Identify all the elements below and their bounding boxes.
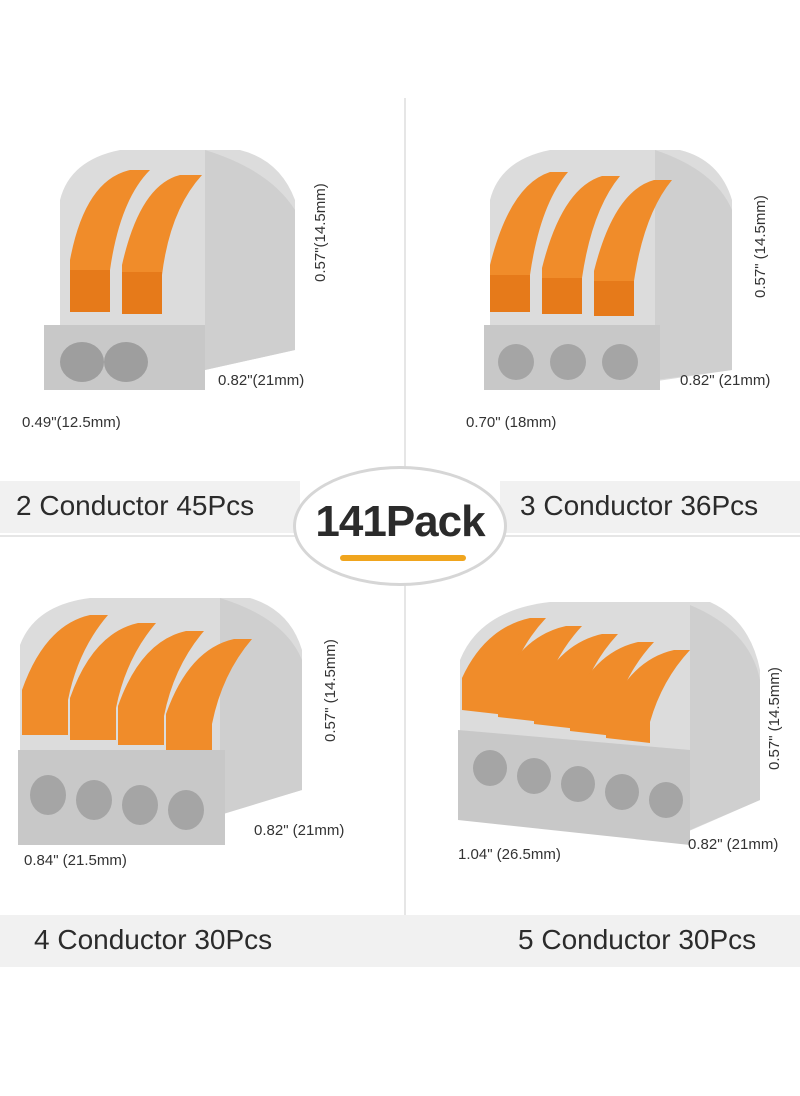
product-label-4: 5 Conductor 30Pcs xyxy=(518,924,757,955)
label-band-1 xyxy=(0,481,300,533)
label-band-2 xyxy=(500,481,800,533)
depth-dimension-4: 0.82" (21mm) xyxy=(688,836,779,853)
badge-accent-bar xyxy=(340,555,466,561)
width-dimension-2: 0.70" (18mm) xyxy=(466,414,557,431)
depth-dimension-3: 0.82" (21mm) xyxy=(254,822,345,839)
horizontal-divider-left xyxy=(0,535,300,537)
height-dimension-1: 0.57"(14.5mm) xyxy=(312,183,329,282)
width-dimension-1: 0.49"(12.5mm) xyxy=(22,414,121,431)
label-band-3 xyxy=(0,915,405,967)
product-label-1: 2 Conductor 45Pcs xyxy=(16,490,255,521)
depth-dimension-2: 0.82" (21mm) xyxy=(680,372,771,389)
label-band-4 xyxy=(405,915,800,967)
width-dimension-3: 0.84" (21.5mm) xyxy=(24,852,127,869)
pack-count-badge: 141Pack xyxy=(293,466,507,586)
pack-count-text: 141Pack xyxy=(315,497,485,546)
depth-dimension-1: 0.82"(21mm) xyxy=(218,372,305,389)
product-label-2: 3 Conductor 36Pcs xyxy=(520,490,759,521)
connector-2-conductor-image xyxy=(44,150,295,390)
width-dimension-4: 1.04" (26.5mm) xyxy=(458,846,561,863)
connector-5-conductor-image xyxy=(458,602,760,845)
connector-3-conductor-image xyxy=(484,150,732,390)
height-dimension-4: 0.57" (14.5mm) xyxy=(766,667,783,770)
height-dimension-3: 0.57" (14.5mm) xyxy=(322,639,339,742)
connector-4-conductor-image xyxy=(18,598,302,845)
height-dimension-2: 0.57" (14.5mm) xyxy=(752,195,769,298)
product-label-3: 4 Conductor 30Pcs xyxy=(34,924,273,955)
horizontal-divider-right xyxy=(500,535,800,537)
